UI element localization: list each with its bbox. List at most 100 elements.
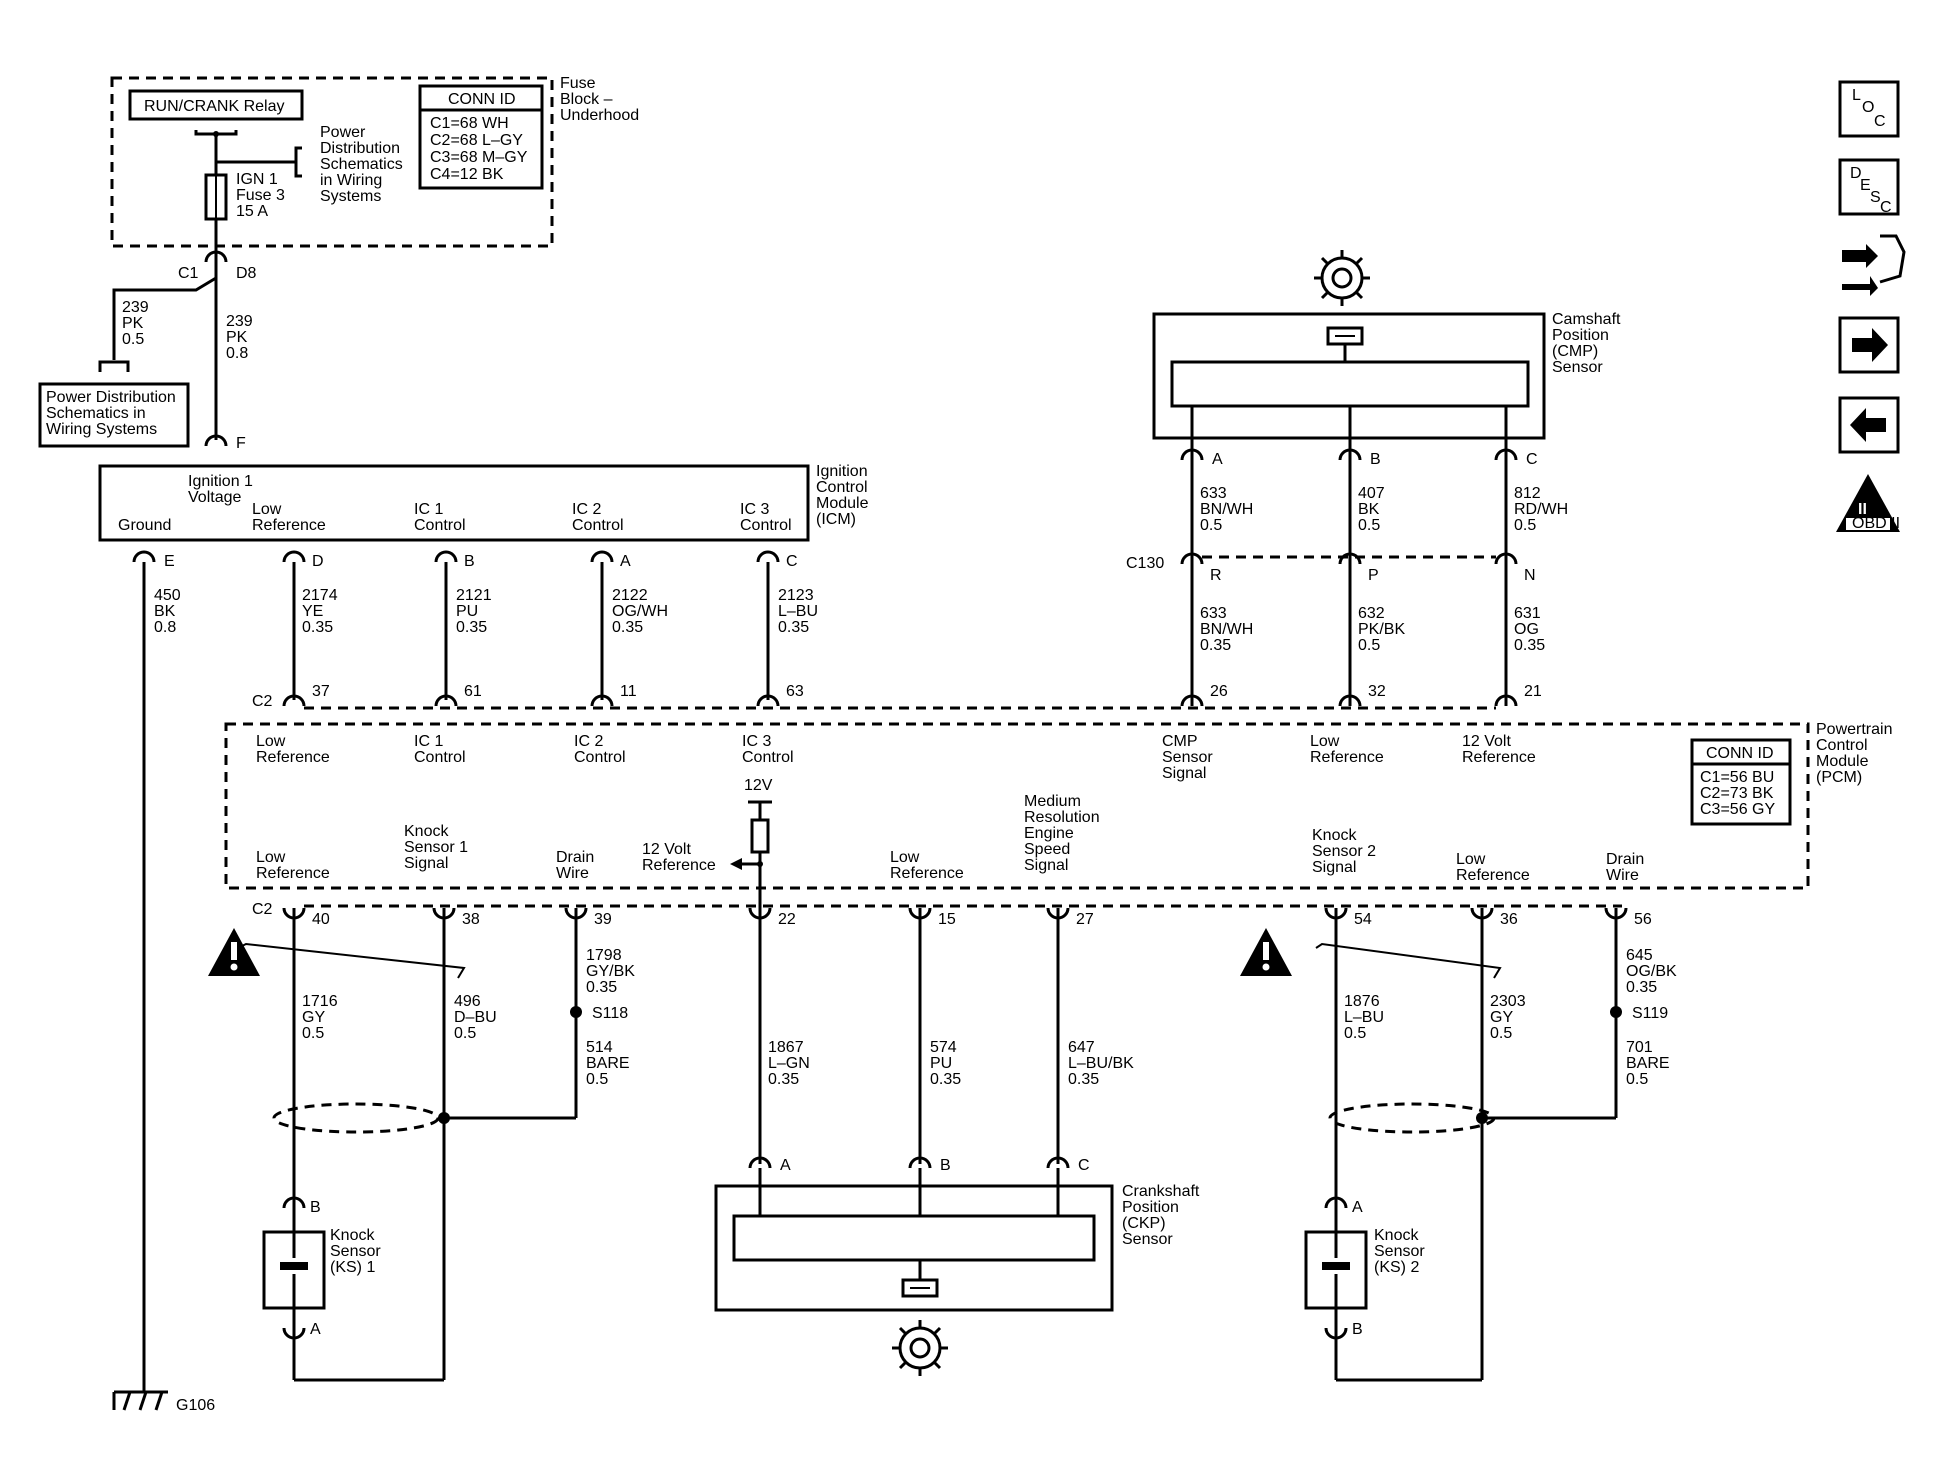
wire-239b-2: PK <box>226 329 248 346</box>
svg-text:D: D <box>1850 165 1862 182</box>
obd2-label: OBD II <box>1852 515 1900 532</box>
pcm-bot-drain-1: Drain <box>556 849 594 866</box>
ckp-title-3: (CKP) <box>1122 1215 1166 1232</box>
wire-1716-3: 0.5 <box>302 1025 324 1042</box>
ground-icon <box>112 1390 168 1411</box>
power-dist-text-5: Systems <box>320 188 381 205</box>
pcm-12v-ref-arrow-icon <box>730 858 742 870</box>
pcm-bot-lowref-2: Reference <box>256 865 330 882</box>
wire-1876-1: 1876 <box>1344 993 1380 1010</box>
ckp-title-4: Sensor <box>1122 1231 1173 1248</box>
pcm-conn-id-1: C1=56 BU <box>1700 769 1774 786</box>
wire-239a-2: PK <box>122 315 144 332</box>
wire-2122-2: OG/WH <box>612 603 668 620</box>
wire-574-3: 0.35 <box>930 1071 961 1088</box>
pcm-bot-lowref-1: Low <box>256 849 286 866</box>
wire-450-2: BK <box>154 603 176 620</box>
pcm-bot-drain2-1: Drain <box>1606 851 1644 868</box>
pcm-bot-speed-2: Resolution <box>1024 809 1100 826</box>
power-dist-text-2: Distribution <box>320 140 400 157</box>
pcm-top-pin-11: 11 <box>620 683 637 700</box>
icm-ic3-2: Control <box>740 517 792 534</box>
cmp-wire2-r-1: 633 <box>1200 605 1227 622</box>
pcm-bot-pin-15: 15 <box>938 911 956 928</box>
pcm-bot-ks1-1: Knock <box>404 823 449 840</box>
fuse-label-2: Fuse 3 <box>236 187 285 204</box>
splice-s118-label: S118 <box>592 1005 628 1022</box>
desc-icon[interactable]: D E S C <box>1838 158 1900 216</box>
fuse-label-3: 15 A <box>236 203 268 220</box>
pcm-top-label-ic2-2: Control <box>574 749 626 766</box>
pcm-12v-ref-2: Reference <box>642 857 716 874</box>
cmp-title-1: Camshaft <box>1552 311 1621 328</box>
svg-text:C: C <box>1880 199 1892 216</box>
icm-pin-f <box>204 434 228 447</box>
pcm-bot-lowref4-2: Reference <box>1456 867 1530 884</box>
pcm-bot-ks2-2: Sensor 2 <box>1312 843 1376 860</box>
pd-box-1: Power Distribution <box>46 389 176 406</box>
loc-icon[interactable]: L O C <box>1838 80 1900 138</box>
wire-2122-1: 2122 <box>612 587 648 604</box>
ignition-control-module <box>98 464 810 542</box>
obd2-icon[interactable]: OBD II II <box>1836 474 1900 532</box>
icm-ign-voltage-1: Ignition 1 <box>188 473 253 490</box>
pcm-12v-label: 12V <box>744 777 773 794</box>
pcm-title-1: Powertrain <box>1816 721 1892 738</box>
pcm-top-label-cmp-3: Signal <box>1162 765 1206 782</box>
ks1-title-1: Knock <box>330 1227 375 1244</box>
svg-text:O: O <box>1862 99 1874 116</box>
wire-514-2: BARE <box>586 1055 630 1072</box>
pd-box-2: Schematics in <box>46 405 146 422</box>
ckp-title-1: Crankshaft <box>1122 1183 1200 1200</box>
fuse-conn-id-2: C2=68 L–GY <box>430 132 523 149</box>
cmp-title-2: Position <box>1552 327 1609 344</box>
pcm-top-label-ic3-2: Control <box>742 749 794 766</box>
pcm-bot-pin-54: 54 <box>1354 911 1372 928</box>
icm-pin-a: A <box>620 553 631 570</box>
fuse-block-title-2: Block – <box>560 91 613 108</box>
ks1-title-3: (KS) 1 <box>330 1259 375 1276</box>
wire-450-1: 450 <box>154 587 181 604</box>
wire-239b-3: 0.8 <box>226 345 248 362</box>
fuse-block-title-1: Fuse <box>560 75 596 92</box>
d8-label: D8 <box>236 265 257 282</box>
icm-pin-c: C <box>786 553 798 570</box>
cmp-wire2-p-1: 632 <box>1358 605 1385 622</box>
pcm-bot-drain-2: Wire <box>556 865 589 882</box>
wire-1798-1: 1798 <box>586 947 622 964</box>
ckp-pin-a: A <box>780 1157 791 1174</box>
pcm-top-label-lowref2-1: Low <box>1310 733 1340 750</box>
ks1-pin-b: B <box>310 1199 321 1216</box>
pcm-top-connectors <box>282 694 1518 707</box>
cmp-wire2-p-3: 0.5 <box>1358 637 1380 654</box>
cmp-wire-a-2: BN/WH <box>1200 501 1253 518</box>
connector-tool-icon[interactable] <box>1842 234 1906 296</box>
pcm-12v-ref-1: 12 Volt <box>642 841 691 858</box>
pcm-pullup-resistor <box>750 818 770 854</box>
ks2-pin-b: B <box>1352 1321 1363 1338</box>
cmp-sensor-body <box>1170 360 1530 408</box>
wire-239a-3: 0.5 <box>122 331 144 348</box>
pcm-bot-lowref3-2: Reference <box>890 865 964 882</box>
wire-647-1: 647 <box>1068 1039 1095 1056</box>
pcm-c2-top-label: C2 <box>252 693 273 710</box>
ks1-pin-b-connector <box>282 1196 306 1209</box>
fuse-conn-id-4: C4=12 BK <box>430 166 504 183</box>
c130-label: C130 <box>1126 555 1164 572</box>
cmp-gear-icon <box>1314 250 1370 306</box>
icm-lowref-1: Low <box>252 501 282 518</box>
next-arrow-icon[interactable] <box>1838 316 1900 374</box>
icm-ign-voltage-2: Voltage <box>188 489 241 506</box>
pcm-bot-drain2-2: Wire <box>1606 867 1639 884</box>
fuse-block-outline <box>110 76 554 248</box>
prev-arrow-icon[interactable] <box>1838 396 1900 454</box>
c1-label: C1 <box>178 265 199 282</box>
wire-2121-2: PU <box>456 603 478 620</box>
pcm-top-pin-37: 37 <box>312 683 330 700</box>
power-dist-bracket <box>294 146 302 178</box>
c130-pin-r: R <box>1210 567 1222 584</box>
warning-icon <box>1240 928 1292 976</box>
ckp-title-2: Position <box>1122 1199 1179 1216</box>
wire-2122-3: 0.35 <box>612 619 643 636</box>
pcm-bot-pin-40: 40 <box>312 911 330 928</box>
